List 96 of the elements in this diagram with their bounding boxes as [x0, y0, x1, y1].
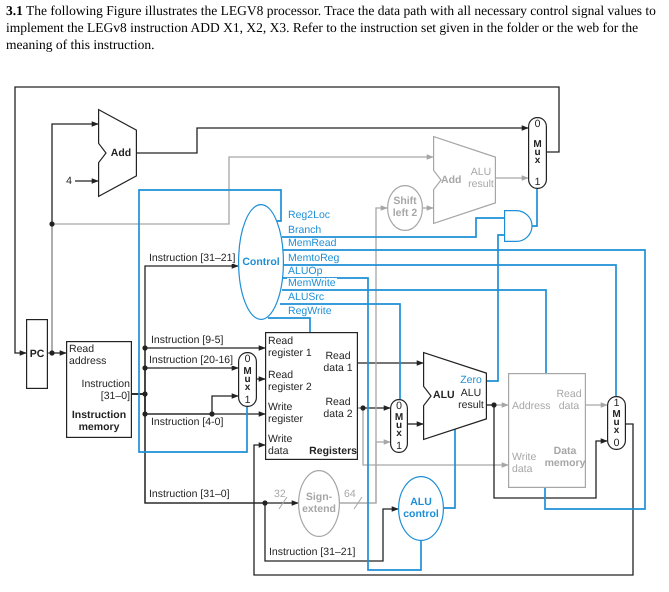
- block-label: Add: [441, 174, 462, 186]
- connector-line: [444, 428, 456, 509]
- mux-label: Mux: [394, 414, 404, 438]
- bus-width-label: 32: [274, 488, 286, 500]
- question-text: 3.1 The following Figure illustrates the LEGV8 processor. Trace the data path with all necessary control signal values to implement the LEGv8 instruction ADD X1, X2, X3. Refer to the instruction set given in the folder or the web for the meaning of this instruction.: [6, 2, 656, 53]
- block-label: Read address: [69, 343, 108, 367]
- edge-label: MemtoReg: [287, 253, 340, 264]
- connector-line: [282, 217, 504, 238]
- connector-line: [138, 189, 282, 453]
- block-label: ALU: [433, 389, 456, 401]
- port-label: Write data: [268, 433, 294, 457]
- register-file-block: [265, 332, 358, 460]
- connector-line: [280, 303, 401, 399]
- block-label: Control: [241, 256, 281, 268]
- memory-block: [66, 341, 132, 438]
- memory-block: [508, 373, 586, 488]
- port-label: Read data 1: [322, 350, 354, 374]
- arrow: [137, 125, 529, 154]
- multiplexer: [528, 117, 547, 189]
- shift-unit: [387, 185, 423, 231]
- block-label: 1: [612, 397, 620, 409]
- arrow: [257, 376, 266, 382]
- block-label: Shift left 2: [392, 195, 418, 219]
- port-label: Read data 2: [322, 396, 354, 420]
- mux-label: Mux: [243, 368, 252, 392]
- connector-line: [268, 317, 311, 332]
- edge-label: MemWrite: [287, 278, 337, 289]
- multiplexer: [607, 396, 626, 450]
- block-label: ALU control: [402, 496, 440, 520]
- port-label: 0: [612, 437, 620, 449]
- edge-label: Instruction [9-5]: [150, 335, 224, 346]
- block-label: Sign-extend: [301, 491, 337, 515]
- port-label: Instruction [31–0]: [80, 378, 130, 402]
- port-label: ALU result: [457, 387, 485, 411]
- arrow: [75, 178, 99, 184]
- connector-line: [487, 234, 504, 382]
- edge-label: Instruction [20-16]: [148, 355, 234, 366]
- alu-block: [423, 352, 487, 440]
- bus-width-label: 64: [344, 488, 356, 500]
- multiplexer: [238, 352, 257, 407]
- alu-control-unit: [398, 476, 444, 541]
- arrow: [358, 360, 424, 366]
- connector-line: [532, 189, 538, 227]
- arrow: [358, 407, 509, 468]
- arrow: [586, 402, 608, 408]
- arrow: [132, 393, 399, 562]
- port-label: 1: [534, 176, 542, 188]
- connector-line: [283, 249, 646, 510]
- connector-line: [282, 289, 547, 373]
- block-label: Registers: [308, 445, 357, 457]
- block-label: 0: [395, 400, 403, 412]
- mux-label: Mux: [533, 141, 542, 165]
- port-label: Write data: [512, 451, 538, 475]
- edge-label: Reg2Loc: [287, 210, 332, 221]
- control-unit: [238, 204, 284, 320]
- block-label: 0: [534, 118, 542, 130]
- arrow: [253, 423, 634, 576]
- arrow: [423, 205, 434, 211]
- edge-label: ALUSrc: [287, 292, 326, 303]
- port-label: 1: [244, 394, 252, 406]
- edge-label: Branch: [287, 225, 322, 236]
- arrow: [340, 205, 388, 504]
- block-label: 0: [244, 353, 252, 365]
- edge-label: Instruction [31–21]: [268, 547, 356, 558]
- edge-label: Instruction [31–0]: [148, 489, 231, 500]
- connector-line: [283, 277, 422, 571]
- port-label: Read data: [555, 388, 583, 412]
- arrow: [496, 175, 529, 181]
- edge-label: RegWrite: [287, 306, 333, 317]
- connector-line: [283, 264, 617, 396]
- block-label: Read register 1: [268, 335, 313, 359]
- register-block: [26, 319, 48, 389]
- adder-block: [98, 109, 137, 197]
- arrow: [408, 421, 424, 427]
- block-label: PC: [28, 348, 46, 360]
- edge-label: MemRead: [287, 238, 338, 249]
- edge-label: Instruction [4-0]: [150, 417, 224, 428]
- and-gate: [504, 210, 532, 242]
- arrow: [487, 404, 608, 499]
- port-label: 1: [395, 440, 403, 452]
- mux-label: Mux: [612, 411, 621, 435]
- sign-extend-unit: [298, 470, 340, 537]
- block-label: Address: [512, 400, 552, 412]
- block-label: Instruction memory: [70, 409, 128, 433]
- edge-label: ALUOp: [287, 266, 324, 277]
- adder-block: [433, 136, 496, 224]
- port-label: Write register: [268, 401, 304, 425]
- port-label: ALU result: [467, 166, 495, 190]
- arrow: [48, 154, 434, 354]
- port-label: Zero: [459, 374, 483, 386]
- multiplexer: [390, 399, 408, 453]
- block-label: Add: [110, 147, 132, 159]
- block-label: Data memory: [544, 445, 586, 469]
- port-label: Read register 2: [268, 369, 313, 393]
- arrow: [14, 86, 560, 356]
- edge-label: Instruction [31–21]: [148, 253, 236, 264]
